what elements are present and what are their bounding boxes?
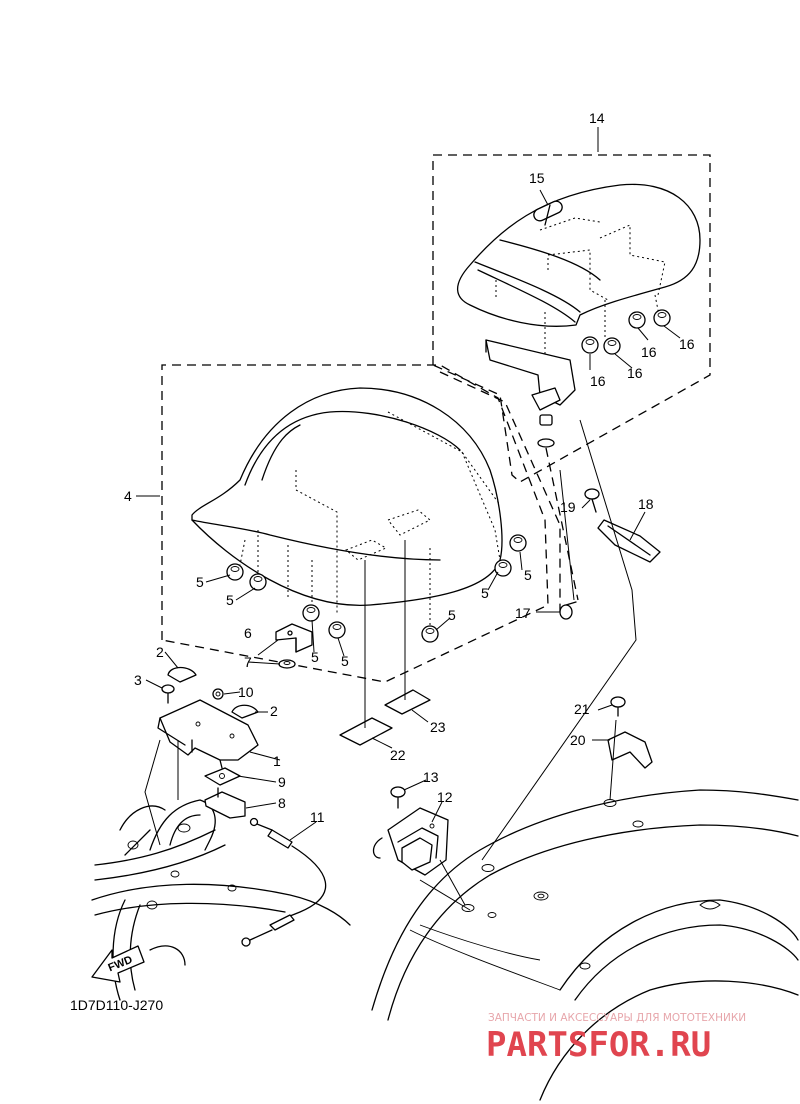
hook-8 bbox=[204, 787, 246, 819]
grommets-5 bbox=[226, 534, 527, 643]
callout-16: 16 bbox=[627, 365, 643, 381]
callout-16: 16 bbox=[679, 336, 695, 352]
callout-22: 22 bbox=[390, 747, 406, 763]
callout-15: 15 bbox=[529, 170, 545, 186]
pillion-seat bbox=[456, 183, 701, 370]
callout-5: 5 bbox=[481, 585, 489, 601]
watermark-brand: PARTSFOR.RU bbox=[486, 1025, 711, 1065]
callout-5: 5 bbox=[524, 567, 532, 583]
cable-11 bbox=[241, 817, 327, 947]
callout-1: 1 bbox=[273, 753, 281, 769]
callout-13: 13 bbox=[423, 769, 439, 785]
callout-5: 5 bbox=[196, 574, 204, 590]
callout-18: 18 bbox=[638, 496, 654, 512]
callout-19: 19 bbox=[560, 499, 576, 515]
callout-5: 5 bbox=[226, 592, 234, 608]
leader-lines bbox=[136, 127, 681, 841]
watermark-tagline: ЗАПЧАСТИ И АКСЕССУАРЫ ДЛЯ МОТОТЕХНИКИ bbox=[488, 1012, 746, 1024]
callout-11: 11 bbox=[310, 809, 325, 825]
grommets-16 bbox=[581, 309, 671, 355]
callout-2: 2 bbox=[156, 644, 164, 660]
nut-10 bbox=[212, 688, 224, 700]
assembly-guide-lines bbox=[144, 419, 637, 911]
callout-2: 2 bbox=[270, 703, 278, 719]
fwd-arrow: FWD bbox=[91, 945, 145, 983]
seat-lock-12 bbox=[372, 807, 449, 876]
rear-fender bbox=[371, 789, 799, 1101]
callout-21: 21 bbox=[574, 701, 590, 717]
assembly-box-4-inner bbox=[439, 371, 561, 612]
callout-7: 7 bbox=[244, 654, 252, 670]
pads-22-23 bbox=[339, 540, 431, 746]
diagram-code: 1D7D110-J270 bbox=[70, 997, 163, 1013]
callout-10: 10 bbox=[238, 684, 254, 700]
assembly-box-4 bbox=[161, 364, 549, 683]
bolt-13 bbox=[390, 786, 406, 809]
watermark: ЗАПЧАСТИ И АКСЕССУАРЫ ДЛЯ МОТОТЕХНИКИ PA… bbox=[486, 1012, 746, 1065]
callout-12: 12 bbox=[437, 789, 453, 805]
callout-17: 17 bbox=[515, 605, 531, 621]
bracket-20 bbox=[607, 731, 653, 769]
callout-23: 23 bbox=[430, 719, 446, 735]
callout-3: 3 bbox=[134, 672, 142, 688]
washer-9 bbox=[204, 767, 241, 786]
callout-6: 6 bbox=[244, 625, 252, 641]
bolt-21 bbox=[610, 696, 626, 717]
pillion-bracket bbox=[485, 339, 576, 448]
callout-numbers: 1 2 2 3 4 5 5 5 5 5 5 5 6 7 8 9 10 11 12… bbox=[124, 110, 695, 825]
callout-14: 14 bbox=[589, 110, 605, 126]
seat-bracket-6 bbox=[275, 623, 313, 669]
callout-5: 5 bbox=[341, 653, 349, 669]
callout-8: 8 bbox=[278, 795, 286, 811]
bolt-17 bbox=[559, 601, 577, 620]
rider-seat bbox=[191, 387, 503, 625]
callout-20: 20 bbox=[570, 732, 586, 748]
callout-16: 16 bbox=[641, 344, 657, 360]
callout-9: 9 bbox=[278, 774, 286, 790]
seat-lock-plate-1 bbox=[157, 699, 259, 769]
assembly-box-14 bbox=[432, 154, 711, 483]
bumpers-2 bbox=[167, 666, 259, 719]
bolt-3 bbox=[161, 684, 175, 704]
bracket-18 bbox=[597, 519, 661, 563]
frame-rails bbox=[91, 799, 351, 1001]
callout-5: 5 bbox=[311, 649, 319, 665]
callout-16: 16 bbox=[590, 373, 606, 389]
callout-4: 4 bbox=[124, 488, 132, 504]
bolt-19 bbox=[584, 488, 600, 513]
callout-5: 5 bbox=[448, 607, 456, 623]
